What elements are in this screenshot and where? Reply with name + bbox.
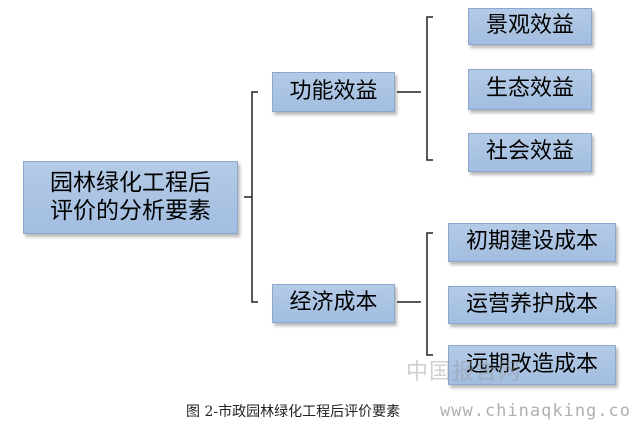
root-node: 园林绿化工程后 评价的分析要素 xyxy=(23,161,238,234)
leaf-node-operation-maintenance: 运营养护成本 xyxy=(448,286,616,324)
leaf-label: 运营养护成本 xyxy=(465,291,598,317)
branch-2-bracket xyxy=(397,232,433,356)
branch-label: 经济成本 xyxy=(289,290,378,316)
leaf-label: 社会效益 xyxy=(485,139,574,165)
leaf-label: 景观效益 xyxy=(485,13,574,39)
branch-node-cost: 经济成本 xyxy=(272,284,395,323)
leaf-node-long-term-renovation: 远期改造成本 xyxy=(448,345,616,385)
root-label-line2: 评价的分析要素 xyxy=(50,197,211,224)
leaf-node-landscape: 景观效益 xyxy=(468,8,592,45)
root-bracket xyxy=(244,91,258,303)
leaf-label: 生态效益 xyxy=(485,76,574,102)
branch-label: 功能效益 xyxy=(289,78,378,104)
leaf-label: 远期改造成本 xyxy=(465,351,598,377)
leaf-node-ecology: 生态效益 xyxy=(468,69,592,110)
watermark-text: 中国报告网 xyxy=(406,360,522,385)
figure-caption: 图 2-市政园林绿化工程后评价要素 xyxy=(186,404,401,420)
leaf-node-social: 社会效益 xyxy=(468,133,592,172)
root-label-line1: 园林绿化工程后 xyxy=(50,169,211,196)
branch-node-function: 功能效益 xyxy=(272,72,395,112)
branch-1-bracket xyxy=(397,16,433,161)
leaf-label: 初期建设成本 xyxy=(465,229,598,255)
leaf-node-initial-construction: 初期建设成本 xyxy=(448,223,616,262)
watermark-url: www.chinaqking.com xyxy=(440,401,631,421)
